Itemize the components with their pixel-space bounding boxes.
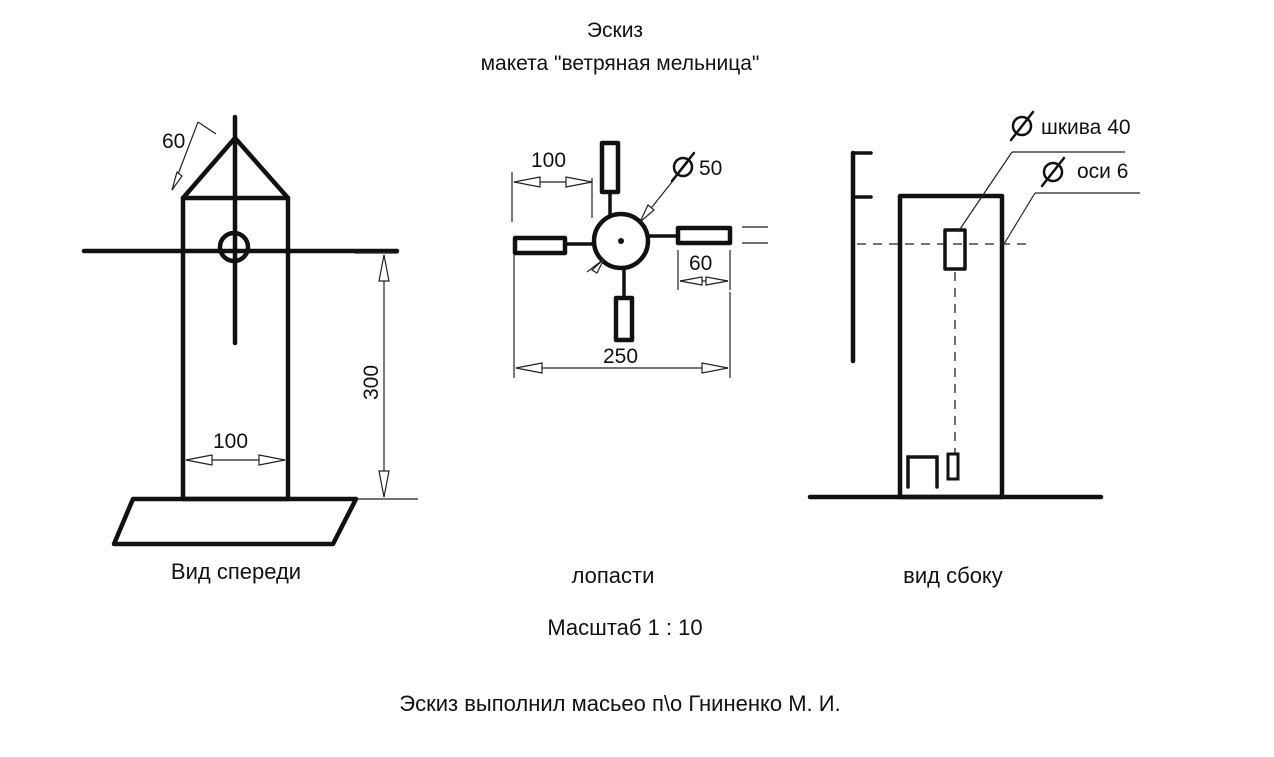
axle-label: оси 6	[1077, 160, 1128, 183]
height-dim-arrow-bottom	[378, 470, 390, 498]
blade-bottom	[613, 295, 635, 343]
front-hub	[217, 230, 251, 264]
blade-dim-arrow-right	[565, 176, 593, 188]
roof-dim-label: 60	[162, 130, 185, 153]
blade-width-label: 60	[689, 252, 712, 275]
title-line-2: макета "ветряная мельница"	[481, 52, 760, 75]
author-label: Эскиз выполнил масьео п\о Гниненко М. И.	[399, 691, 840, 716]
hub-diameter-label: 50	[699, 157, 722, 180]
pulley-leader-diag	[957, 151, 1013, 233]
side-pulley-bottom	[946, 452, 960, 481]
side-tower-body	[897, 193, 1005, 500]
diameter-symbol-icon-slash	[1040, 156, 1066, 188]
roof-dim-ext	[197, 121, 217, 135]
span-dim-arrow-left	[515, 362, 543, 374]
width-dim-arrow-left	[185, 454, 213, 466]
pulley-label: шкива 40	[1041, 116, 1131, 139]
height-dim-arrow-top	[378, 254, 390, 282]
blades-view-caption: лопасти	[572, 563, 655, 588]
blade-width-arrow-left	[679, 276, 703, 286]
side-bracket	[906, 455, 939, 489]
blades-hub	[591, 211, 651, 271]
front-view: 60 100 300 Вид спереди	[81, 114, 418, 584]
blade-dim-arrow-left	[513, 176, 541, 188]
diameter-symbol-icon-slash	[670, 151, 696, 183]
diameter-symbol-icon	[1042, 161, 1064, 183]
front-base-plate	[111, 496, 359, 547]
diameter-symbol-icon	[1011, 115, 1033, 137]
roof-dim-arrow	[171, 170, 183, 191]
blades-hub-center	[618, 238, 624, 244]
width-dim-label: 100	[213, 430, 248, 453]
blade-left	[512, 235, 568, 256]
hub-diameter-arrow	[639, 204, 655, 223]
scale-label: Масштаб 1 : 10	[547, 615, 702, 640]
span-dim-label: 250	[603, 345, 638, 368]
title-line-1: Эскиз	[587, 19, 643, 42]
width-dim-arrow-right	[258, 454, 286, 466]
front-view-caption: Вид спереди	[171, 559, 301, 584]
diameter-symbol-icon-slash	[1009, 110, 1035, 142]
blade-width-arrow-right	[705, 276, 729, 286]
blade-dim-label: 100	[531, 149, 566, 172]
blade-top	[599, 140, 621, 195]
side-pulley-top	[943, 228, 967, 271]
diameter-symbol-icon	[672, 156, 694, 178]
span-dim-arrow-right	[701, 362, 729, 374]
blades-view: 100 50 60 250 лопасти	[511, 140, 768, 588]
height-dim-label: 300	[360, 365, 383, 400]
axle-leader-diag	[1003, 192, 1036, 245]
side-view: шкива 40 оси 6 вид сбоку	[807, 110, 1140, 588]
blade-right	[675, 225, 733, 246]
hub-diameter-arrow-inner	[591, 258, 605, 274]
side-view-caption: вид сбоку	[903, 563, 1003, 588]
